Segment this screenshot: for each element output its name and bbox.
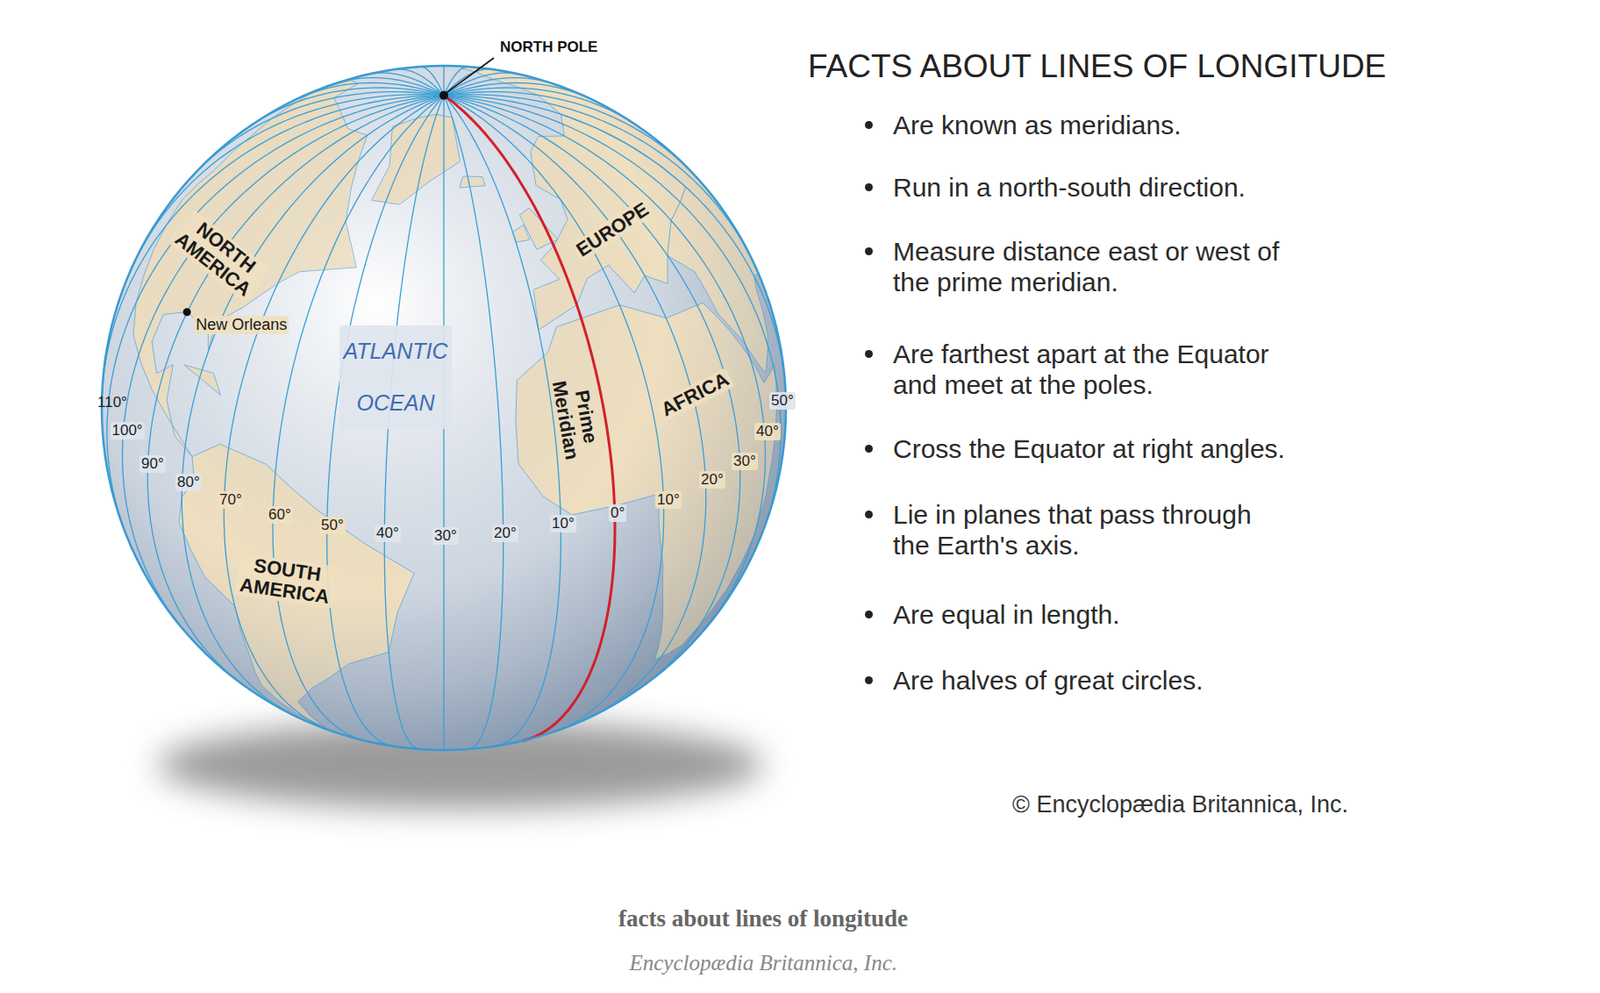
degree-label: 30° bbox=[432, 527, 459, 545]
meridian-line bbox=[443, 95, 665, 732]
fact-text: Are equal in length. bbox=[892, 599, 1121, 630]
degree-label: 10° bbox=[655, 491, 682, 509]
city-dot bbox=[183, 307, 192, 316]
degree-label: 30° bbox=[731, 452, 758, 471]
city-label: New Orleans bbox=[193, 315, 289, 335]
degree-label: 0° bbox=[608, 504, 627, 522]
prime-meridian-line bbox=[443, 95, 615, 742]
leader-line bbox=[446, 57, 494, 93]
fact-text: Measure distance east or west of the pri… bbox=[892, 235, 1284, 298]
figure-caption: facts about lines of longitude bbox=[618, 905, 908, 933]
bullet-dot bbox=[864, 247, 873, 256]
meridian-line bbox=[442, 65, 444, 96]
fact-text: Are halves of great circles. bbox=[892, 664, 1203, 696]
bullet-dot bbox=[864, 676, 873, 685]
degree-label: 70° bbox=[217, 491, 244, 509]
pole-dot bbox=[439, 91, 449, 100]
meridian-line bbox=[443, 66, 469, 96]
meridian-line bbox=[443, 95, 561, 747]
meridian-line bbox=[443, 95, 786, 408]
meridian-line bbox=[443, 95, 741, 688]
bullet-dot bbox=[864, 350, 873, 358]
degree-label: 10° bbox=[550, 514, 577, 533]
bullet-dot bbox=[864, 121, 873, 129]
meridian-line bbox=[443, 92, 700, 180]
fact-text: Lie in planes that pass through the Eart… bbox=[892, 499, 1256, 561]
degree-label: 40° bbox=[754, 422, 781, 441]
degree-label: 110° bbox=[95, 393, 129, 412]
bullet-dot bbox=[864, 610, 873, 619]
pole-label: NORTH POLE bbox=[500, 38, 598, 57]
degree-label: 80° bbox=[175, 473, 202, 492]
fact-text: Are known as meridians. bbox=[892, 109, 1181, 141]
degree-label: 50° bbox=[769, 392, 796, 410]
degree-label: 100° bbox=[110, 421, 145, 440]
meridian-line bbox=[443, 82, 593, 100]
bullet-dot bbox=[864, 510, 873, 519]
degree-label: 20° bbox=[492, 524, 519, 543]
ocean-sphere bbox=[101, 65, 786, 750]
degree-label: 60° bbox=[266, 506, 293, 524]
meridian-line bbox=[443, 94, 758, 272]
meridian-line bbox=[443, 95, 615, 742]
globe-outline bbox=[101, 65, 786, 750]
meridian-line bbox=[393, 69, 444, 96]
degree-label: 50° bbox=[319, 516, 346, 535]
degree-label: 20° bbox=[699, 471, 726, 489]
meridian-line bbox=[443, 95, 504, 750]
copyright-text: © Encyclopædia Britannica, Inc. bbox=[1012, 791, 1349, 819]
diagram-title: FACTS ABOUT LINES OF LONGITUDE bbox=[807, 48, 1386, 86]
fact-text: Are farthest apart at the Equator and me… bbox=[892, 338, 1273, 400]
meridian-line bbox=[443, 95, 765, 636]
credit-text: Encyclopædia Britannica, Inc. bbox=[629, 950, 898, 976]
fact-text: Run in a north-south direction. bbox=[892, 171, 1246, 203]
globe-shading bbox=[101, 65, 786, 750]
bullet-dot bbox=[864, 444, 873, 453]
ocean-label: ATLANTIC OCEAN bbox=[339, 325, 452, 429]
meridian-line bbox=[443, 69, 494, 96]
degree-label: 40° bbox=[374, 524, 401, 543]
fact-text: Cross the Equator at right angles. bbox=[892, 433, 1286, 465]
degree-label: 90° bbox=[139, 455, 166, 473]
bullet-dot bbox=[864, 183, 873, 192]
